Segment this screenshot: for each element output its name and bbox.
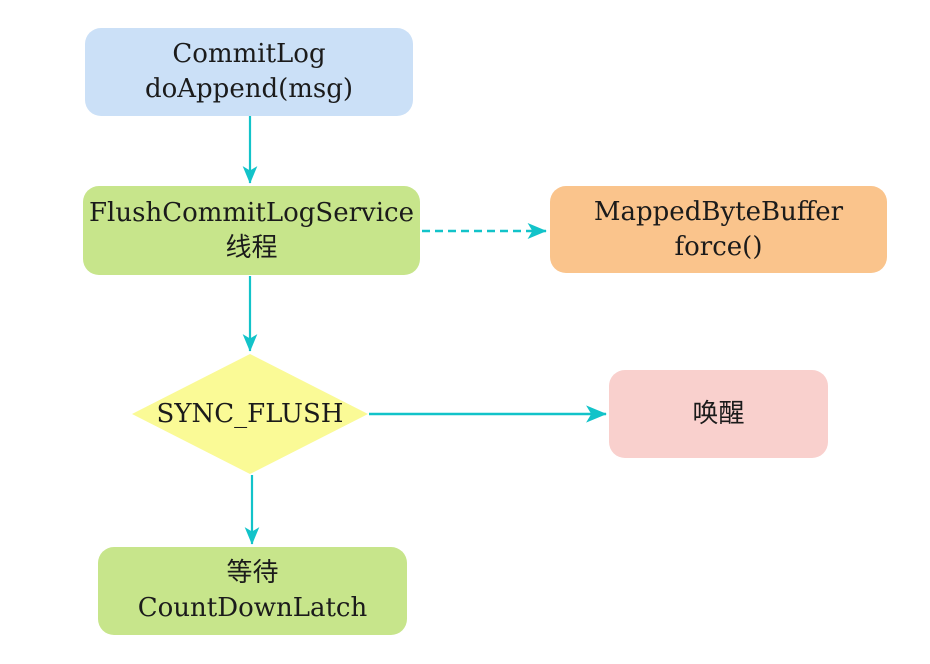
node-wait-latch-line1: 等待 xyxy=(226,558,279,588)
node-mapped-byte-buffer-line1: MappedByteBuffer xyxy=(593,196,844,227)
node-flush-commit-log-service: FlushCommitLogService 线程 xyxy=(83,186,420,275)
node-wake: 唤醒 xyxy=(609,370,828,458)
node-wake-label: 唤醒 xyxy=(692,398,745,429)
node-commitlog-line2: doAppend(msg) xyxy=(144,74,354,104)
node-commitlog-line1: CommitLog xyxy=(172,39,326,69)
node-sync-flush: SYNC_FLUSH xyxy=(132,354,368,474)
node-commitlog: CommitLog doAppend(msg) xyxy=(85,28,413,116)
node-mapped-byte-buffer: MappedByteBuffer force() xyxy=(550,186,887,273)
node-sync-flush-label: SYNC_FLUSH xyxy=(156,399,344,429)
node-flush-service-line2: 线程 xyxy=(225,232,278,263)
diamond-sync-flush-shape xyxy=(132,354,368,474)
node-wait-latch-line2: CountDownLatch xyxy=(137,593,368,623)
node-wait-countdownlatch: 等待 CountDownLatch xyxy=(98,547,407,635)
node-flush-service-line1: FlushCommitLogService xyxy=(89,197,414,228)
node-mapped-byte-buffer-line2: force() xyxy=(674,231,763,262)
